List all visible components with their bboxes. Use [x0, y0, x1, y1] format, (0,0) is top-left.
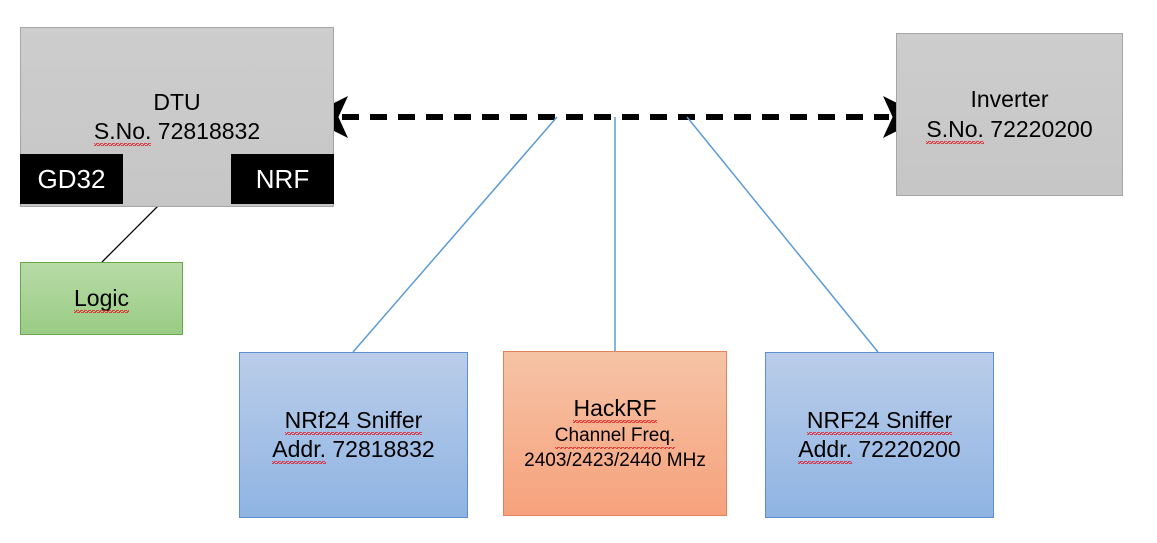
sniffer-left-addr-label: Addr.	[272, 436, 326, 465]
sniffer-left-addr-value: 72818832	[332, 436, 435, 462]
sniffer-left-addr: Addr. 72818832	[272, 436, 435, 465]
sniffer-right-addr-label: Addr.	[798, 436, 852, 465]
gd32-label: GD32	[37, 163, 106, 194]
sniffer-left-title-text: NRf24 Sniffer	[284, 406, 423, 436]
node-sniffer-left[interactable]: NRf24 Sniffer Addr. 72818832	[239, 352, 468, 518]
sniffer-right-title: NRF24 Sniffer	[806, 406, 953, 436]
inverter-serial-label: S.No.	[926, 115, 984, 144]
dtu-serial-label: S.No.	[93, 118, 152, 147]
node-hackrf[interactable]: HackRF Channel Freq. 2403/2423/2440 MHz	[503, 351, 727, 516]
node-logic[interactable]: Logic	[20, 262, 183, 335]
sniffer-right-addr-value: 72220200	[858, 436, 961, 462]
sniffer-right-addr: Addr. 72220200	[798, 436, 961, 465]
node-gd32[interactable]: GD32	[20, 154, 123, 204]
sniffer-right-tap	[686, 116, 879, 353]
hackrf-frequencies: 2403/2423/2440 MHz	[524, 449, 706, 471]
hackrf-sub-label: Channel Freq.	[554, 425, 676, 449]
inverter-serial-value: 72220200	[990, 115, 1093, 142]
node-sniffer-right[interactable]: NRF24 Sniffer Addr. 72220200	[765, 352, 994, 518]
hackrf-title-text: HackRF	[573, 395, 657, 424]
hackrf-sub-label-text: Channel Freq.	[554, 425, 676, 449]
hackrf-title: HackRF	[573, 395, 657, 424]
logic-label: Logic	[74, 284, 129, 314]
inverter-serial: S.No. 72220200	[926, 115, 1093, 144]
dtu-serial: S.No. 72818832	[93, 118, 261, 147]
sniffer-right-title-text: NRF24 Sniffer	[806, 406, 953, 436]
node-nrf[interactable]: NRF	[231, 154, 334, 204]
logic-label-text: Logic	[74, 284, 129, 314]
sniffer-left-title: NRf24 Sniffer	[284, 406, 423, 436]
sniffer-left-tap	[352, 116, 558, 353]
dtu-serial-value: 72818832	[157, 118, 261, 144]
inverter-title: Inverter	[970, 86, 1049, 113]
dtu-title: DTU	[153, 88, 201, 115]
nrf-label: NRF	[255, 163, 310, 194]
node-inverter[interactable]: Inverter S.No. 72220200	[896, 33, 1123, 196]
